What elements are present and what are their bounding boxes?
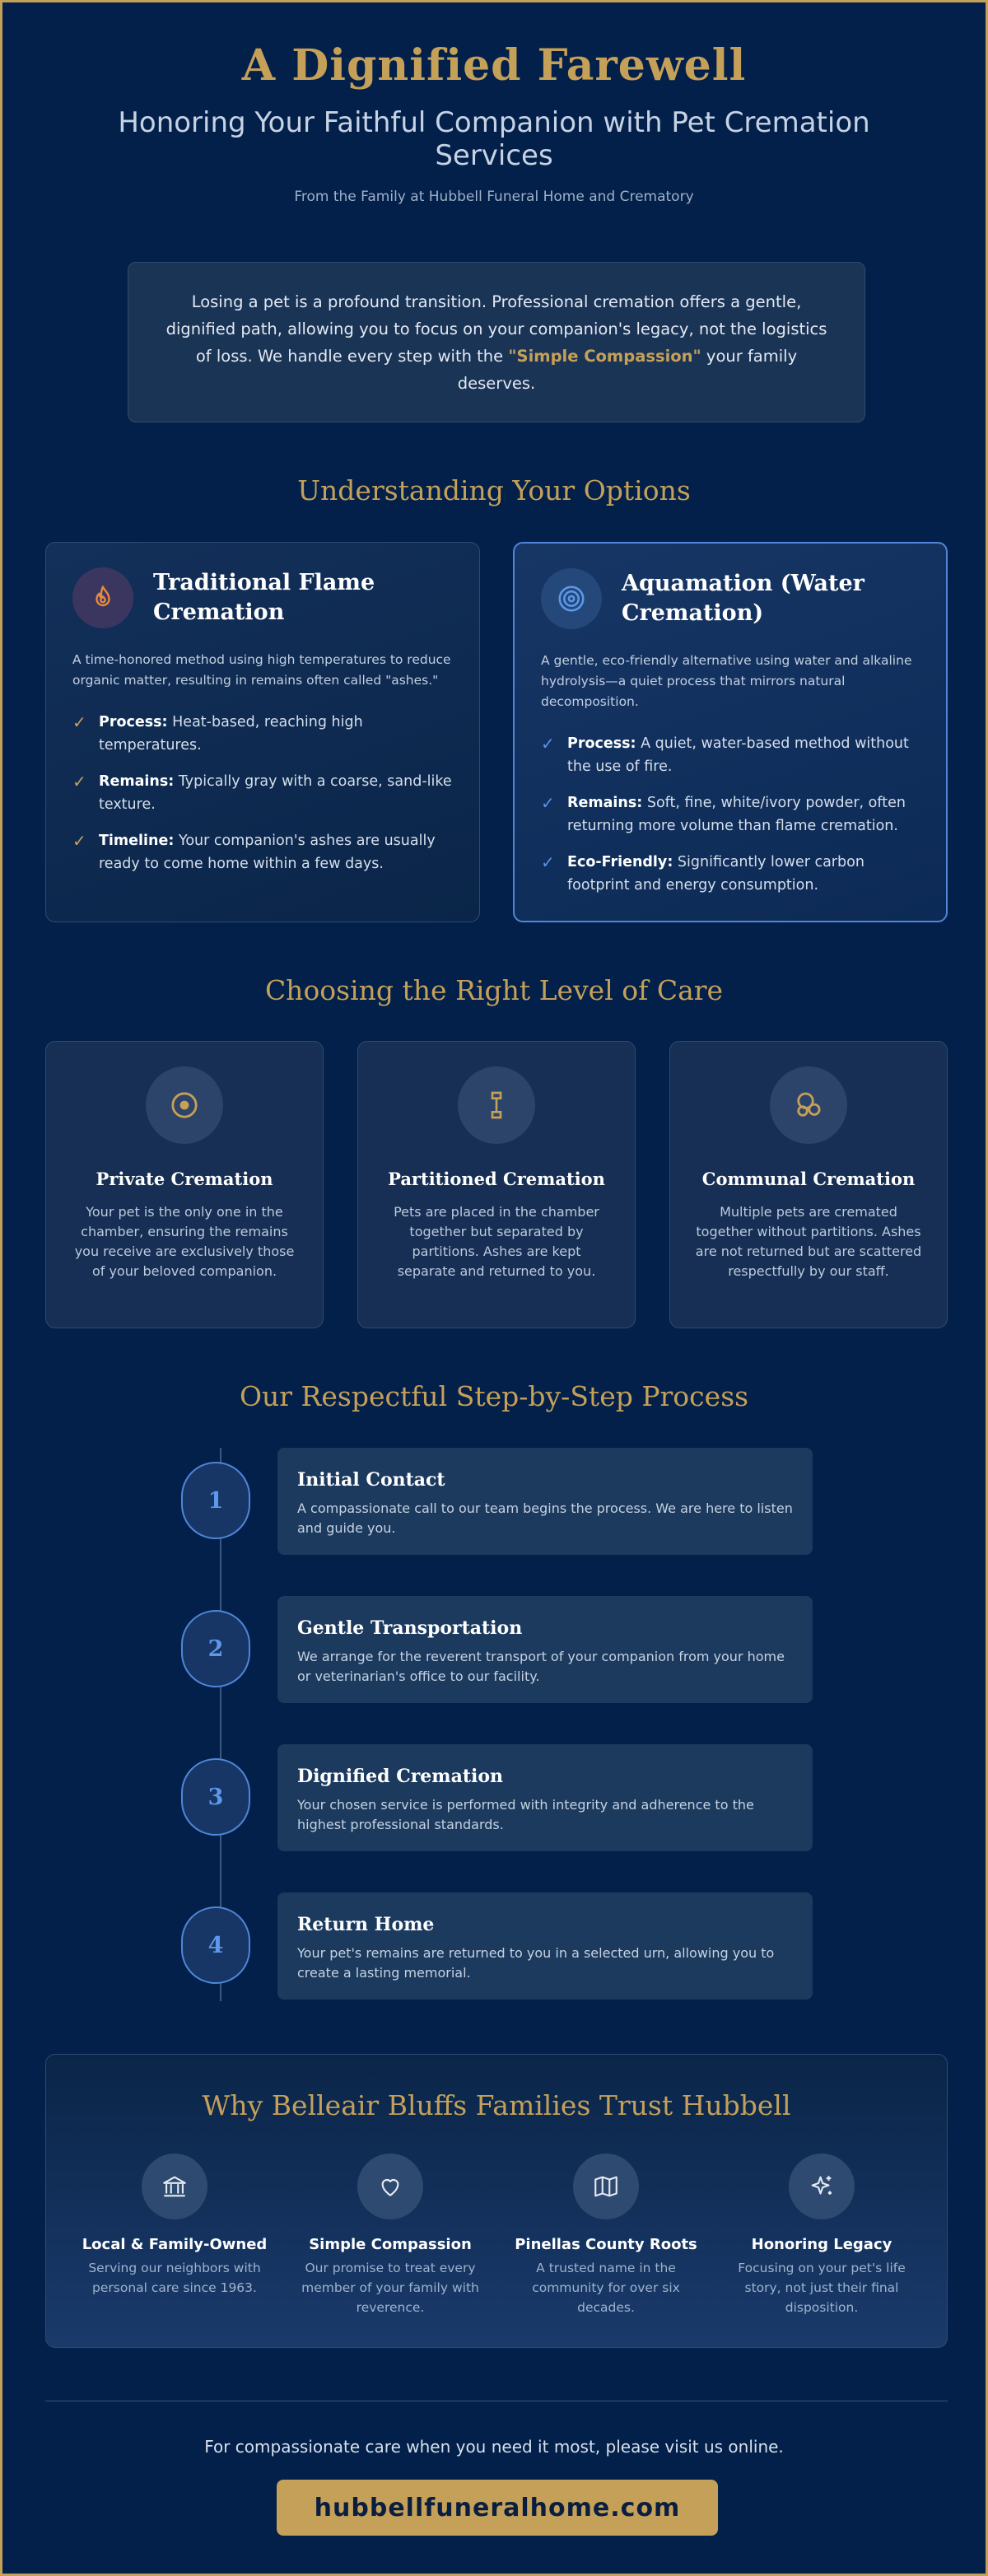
step-card: Return Home Your pet's remains are retur… xyxy=(277,1892,813,2000)
page-title: A Dignified Farewell xyxy=(241,40,747,91)
single-circle-icon xyxy=(146,1066,223,1144)
trust-section-title: Why Belleair Bluffs Families Trust Hubbe… xyxy=(202,2089,791,2121)
point-label: Eco-Friendly: xyxy=(567,854,673,870)
care-title: Private Cremation xyxy=(96,1169,273,1189)
check-icon: ✓ xyxy=(72,712,86,732)
care-title: Communal Cremation xyxy=(701,1169,916,1189)
options-section-title: Understanding Your Options xyxy=(297,474,691,506)
footer-text: For compassionate care when you need it … xyxy=(204,2437,784,2457)
option-points: ✓ Process: A quiet, water-based method wi… xyxy=(541,732,920,897)
trust-item-description: Our promise to treat every member of you… xyxy=(301,2261,479,2315)
check-icon: ✓ xyxy=(72,831,86,851)
trust-item: Local & Family-Owned Serving our neighbo… xyxy=(76,2154,273,2298)
list-item: ✓ Process: Heat-based, reaching high temp… xyxy=(72,711,453,757)
list-item: ✓ Remains: Soft, fine, white/ivory powder… xyxy=(541,791,920,838)
trust-item-name: Local & Family-Owned xyxy=(82,2236,268,2253)
process-section-title: Our Respectful Step-by-Step Process xyxy=(239,1380,749,1412)
step-title: Return Home xyxy=(297,1914,435,1935)
step-number: 4 xyxy=(181,1906,250,1984)
step-number: 2 xyxy=(181,1610,250,1687)
point-label: Process: xyxy=(567,735,636,752)
heart-icon xyxy=(357,2154,423,2219)
page-subtitle: Honoring Your Faithful Companion with Pe… xyxy=(118,106,870,172)
step-title: Initial Contact xyxy=(297,1469,445,1491)
trust-panel: Why Belleair Bluffs Families Trust Hubbe… xyxy=(45,2054,948,2348)
point-text: A quiet, water-based method without the … xyxy=(567,735,909,775)
intro-text-after: your family deserves. xyxy=(457,346,798,393)
partition-icon xyxy=(458,1066,535,1144)
trust-item: Simple Compassion Our promise to treat e… xyxy=(291,2154,489,2317)
step-card: Gentle Transportation We arrange for the… xyxy=(277,1596,813,1703)
point-text: Typically gray with a coarse, sand-like … xyxy=(99,773,452,813)
point-text: Soft, fine, white/ivory powder, often re… xyxy=(567,795,906,834)
step-title: Dignified Cremation xyxy=(297,1766,504,1787)
option-card-flame: Traditional Flame Cremation A time-honor… xyxy=(45,542,480,922)
point-text: Heat-based, reaching high temperatures. xyxy=(99,714,363,754)
building-icon xyxy=(142,2154,207,2219)
list-item: ✓ Process: A quiet, water-based method wi… xyxy=(541,732,920,778)
flame-icon xyxy=(72,567,133,628)
intro-box: Losing a pet is a profound transition. P… xyxy=(128,262,865,422)
check-icon: ✓ xyxy=(541,734,555,754)
trust-item-description: Serving our neighbors with personal care… xyxy=(88,2261,261,2295)
point-label: Timeline: xyxy=(99,833,175,849)
care-card-private: Private Cremation Your pet is the only o… xyxy=(45,1041,324,1328)
check-icon: ✓ xyxy=(541,852,555,872)
list-item: ✓ Timeline: Your companion's ashes are us… xyxy=(72,829,453,875)
website-link-button[interactable]: hubbellfuneralhome.com xyxy=(277,2480,718,2536)
step-description: A compassionate call to our team begins … xyxy=(297,1500,793,1536)
check-icon: ✓ xyxy=(541,793,555,813)
sparkle-icon xyxy=(789,2154,855,2219)
point-text: Significantly lower carbon footprint and… xyxy=(567,854,864,894)
care-description: Pets are placed in the chamber together … xyxy=(394,1204,599,1279)
step-description: Your chosen service is performed with in… xyxy=(297,1797,754,1832)
step-description: Your pet's remains are returned to you i… xyxy=(297,1945,775,1981)
option-points: ✓ Process: Heat-based, reaching high temp… xyxy=(72,711,453,875)
point-label: Process: xyxy=(99,714,168,730)
intro-text: Losing a pet is a profound transition. P… xyxy=(160,288,833,397)
option-title: Aquamation (Water Cremation) xyxy=(622,571,864,626)
trust-item: Honoring Legacy Focusing on your pet's l… xyxy=(723,2154,920,2317)
intro-text-before: Losing a pet is a profound transition. P… xyxy=(165,292,827,366)
group-circles-icon xyxy=(770,1066,847,1144)
check-icon: ✓ xyxy=(72,772,86,791)
list-item: ✓ Remains: Typically gray with a coarse, … xyxy=(72,770,453,816)
trust-item-description: Focusing on your pet's life story, not j… xyxy=(738,2261,906,2315)
point-text: Your companion's ashes are usually ready… xyxy=(99,833,436,872)
trust-item-description: A trusted name in the community for over… xyxy=(532,2261,680,2315)
step-number: 3 xyxy=(181,1758,250,1836)
option-description: A time-honored method using high tempera… xyxy=(72,652,451,688)
point-label: Remains: xyxy=(567,795,643,811)
point-label: Remains: xyxy=(99,773,175,790)
step-description: We arrange for the reverent transport of… xyxy=(297,1649,785,1684)
trust-item-name: Honoring Legacy xyxy=(751,2236,892,2253)
trust-item-name: Pinellas County Roots xyxy=(515,2236,697,2253)
option-title: Traditional Flame Cremation xyxy=(153,570,375,625)
step-number: 1 xyxy=(181,1462,250,1539)
step-title: Gentle Transportation xyxy=(297,1617,523,1639)
map-icon xyxy=(573,2154,639,2219)
care-card-partitioned: Partitioned Cremation Pets are placed in… xyxy=(357,1041,636,1328)
care-card-communal: Communal Cremation Multiple pets are cre… xyxy=(669,1041,948,1328)
byline: From the Family at Hubbell Funeral Home … xyxy=(294,189,694,205)
care-section-title: Choosing the Right Level of Care xyxy=(264,974,724,1006)
timeline-line xyxy=(220,1448,221,2001)
option-card-aquamation: Aquamation (Water Cremation) A gentle, e… xyxy=(513,542,948,922)
trust-item: Pinellas County Roots A trusted name in … xyxy=(507,2154,705,2317)
care-description: Multiple pets are cremated together with… xyxy=(695,1204,922,1279)
trust-item-name: Simple Compassion xyxy=(309,2236,472,2253)
step-card: Initial Contact A compassionate call to … xyxy=(277,1448,813,1555)
list-item: ✓ Eco-Friendly: Significantly lower carbo… xyxy=(541,851,920,897)
intro-highlight: "Simple Compassion" xyxy=(508,346,701,366)
water-ripple-icon xyxy=(541,568,602,629)
care-title: Partitioned Cremation xyxy=(388,1169,605,1189)
care-description: Your pet is the only one in the chamber,… xyxy=(74,1204,295,1279)
step-card: Dignified Cremation Your chosen service … xyxy=(277,1744,813,1851)
option-description: A gentle, eco-friendly alternative using… xyxy=(541,653,912,709)
